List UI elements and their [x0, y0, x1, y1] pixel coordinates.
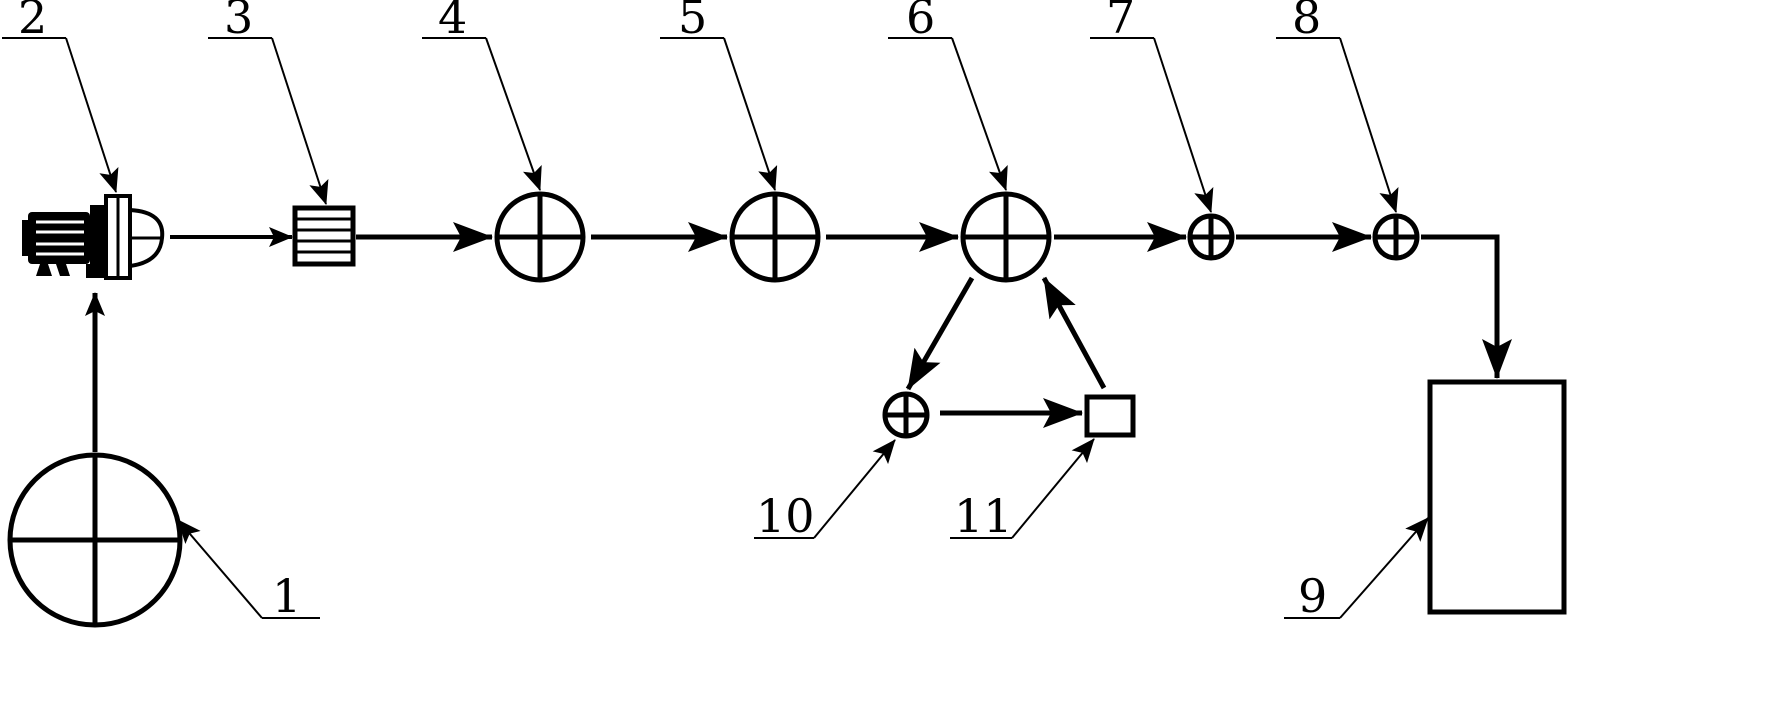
component-9-tank [1427, 379, 1567, 615]
label-group-10: 10 [754, 439, 896, 543]
label-6: 6 [906, 0, 935, 44]
label-group-8: 8 [1276, 0, 1399, 213]
label-group-9: 9 [1284, 517, 1429, 623]
label-group-2: 2 [2, 0, 119, 193]
label-3: 3 [224, 0, 253, 44]
label-group-4: 4 [422, 0, 542, 191]
component-2-pump-icon [22, 194, 165, 280]
label-group-11: 11 [950, 438, 1095, 543]
label-4: 4 [438, 0, 467, 44]
component-10-small-vessel [882, 391, 930, 439]
component-4-vessel [494, 191, 586, 283]
label-group-1: 1 [177, 519, 320, 623]
component-3-filter-icon [292, 205, 356, 267]
label-11: 11 [954, 489, 1013, 543]
label-9: 9 [1298, 569, 1327, 623]
label-group-3: 3 [208, 0, 329, 205]
component-11-box [1084, 394, 1136, 438]
arrow-6-to-10 [905, 276, 975, 391]
label-group-7: 7 [1090, 0, 1214, 213]
label-1: 1 [272, 569, 301, 623]
flow-arrows [85, 222, 1512, 452]
component-8-small-vessel [1372, 213, 1420, 261]
component-1-tank [7, 452, 183, 628]
component-7-small-vessel [1187, 213, 1235, 261]
label-2: 2 [18, 0, 47, 44]
label-7: 7 [1106, 0, 1135, 44]
arrow-11-to-6 [1041, 276, 1107, 390]
component-5-vessel [729, 191, 821, 283]
label-group-5: 5 [660, 0, 778, 191]
arrow-8-to-9 [1421, 234, 1512, 379]
label-5: 5 [678, 0, 707, 44]
component-6-vessel [960, 191, 1052, 283]
label-8: 8 [1292, 0, 1321, 44]
label-10: 10 [756, 489, 815, 543]
label-group-6: 6 [888, 0, 1008, 191]
